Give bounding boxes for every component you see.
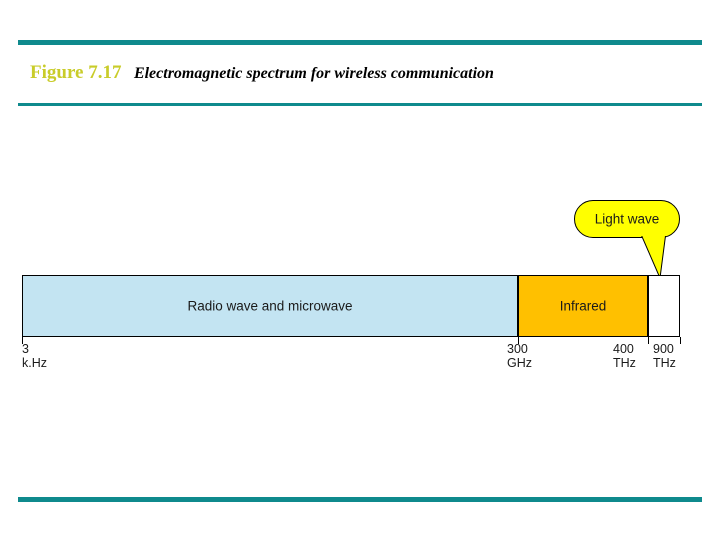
- figure-number: Figure 7.17: [30, 62, 122, 83]
- axis-tick-2-unit: THz: [613, 356, 636, 370]
- light-wave-callout: Light wave: [574, 200, 680, 238]
- spectrum-diagram: Light wave Radio wave and microwave Infr…: [0, 120, 720, 420]
- axis-tick-2-value: 400: [613, 342, 634, 356]
- axis-tick-1: 300 GHz: [507, 342, 532, 370]
- figure-title-row: Figure 7.17 Electromagnetic spectrum for…: [30, 62, 690, 94]
- band-radio-microwave-label: Radio wave and microwave: [187, 298, 353, 314]
- axis-tick-3-value: 900: [653, 342, 674, 356]
- axis-tick-3: 900 THz: [653, 342, 676, 370]
- tick-mark: [22, 337, 23, 344]
- axis-tick-1-unit: GHz: [507, 356, 532, 370]
- axis-tick-1-value: 300: [507, 342, 528, 356]
- light-wave-callout-label: Light wave: [594, 211, 660, 227]
- band-infrared-label: Infrared: [559, 298, 607, 314]
- axis-tick-0-value: 3: [22, 342, 29, 356]
- band-light-wave: [648, 275, 680, 337]
- tick-mark: [648, 337, 649, 344]
- title-divider: [18, 103, 702, 106]
- tick-mark: [518, 337, 519, 344]
- tick-mark: [680, 337, 681, 344]
- figure-caption: Electromagnetic spectrum for wireless co…: [133, 65, 494, 82]
- axis-tick-3-unit: THz: [653, 356, 676, 370]
- band-infrared: Infrared: [518, 275, 648, 337]
- bottom-divider: [18, 497, 702, 502]
- axis-tick-0: 3 k.Hz: [22, 342, 47, 370]
- top-divider: [18, 40, 702, 45]
- axis-tick-2: 400 THz: [613, 342, 636, 370]
- band-radio-microwave: Radio wave and microwave: [22, 275, 518, 337]
- axis-tick-0-unit: k.Hz: [22, 356, 47, 370]
